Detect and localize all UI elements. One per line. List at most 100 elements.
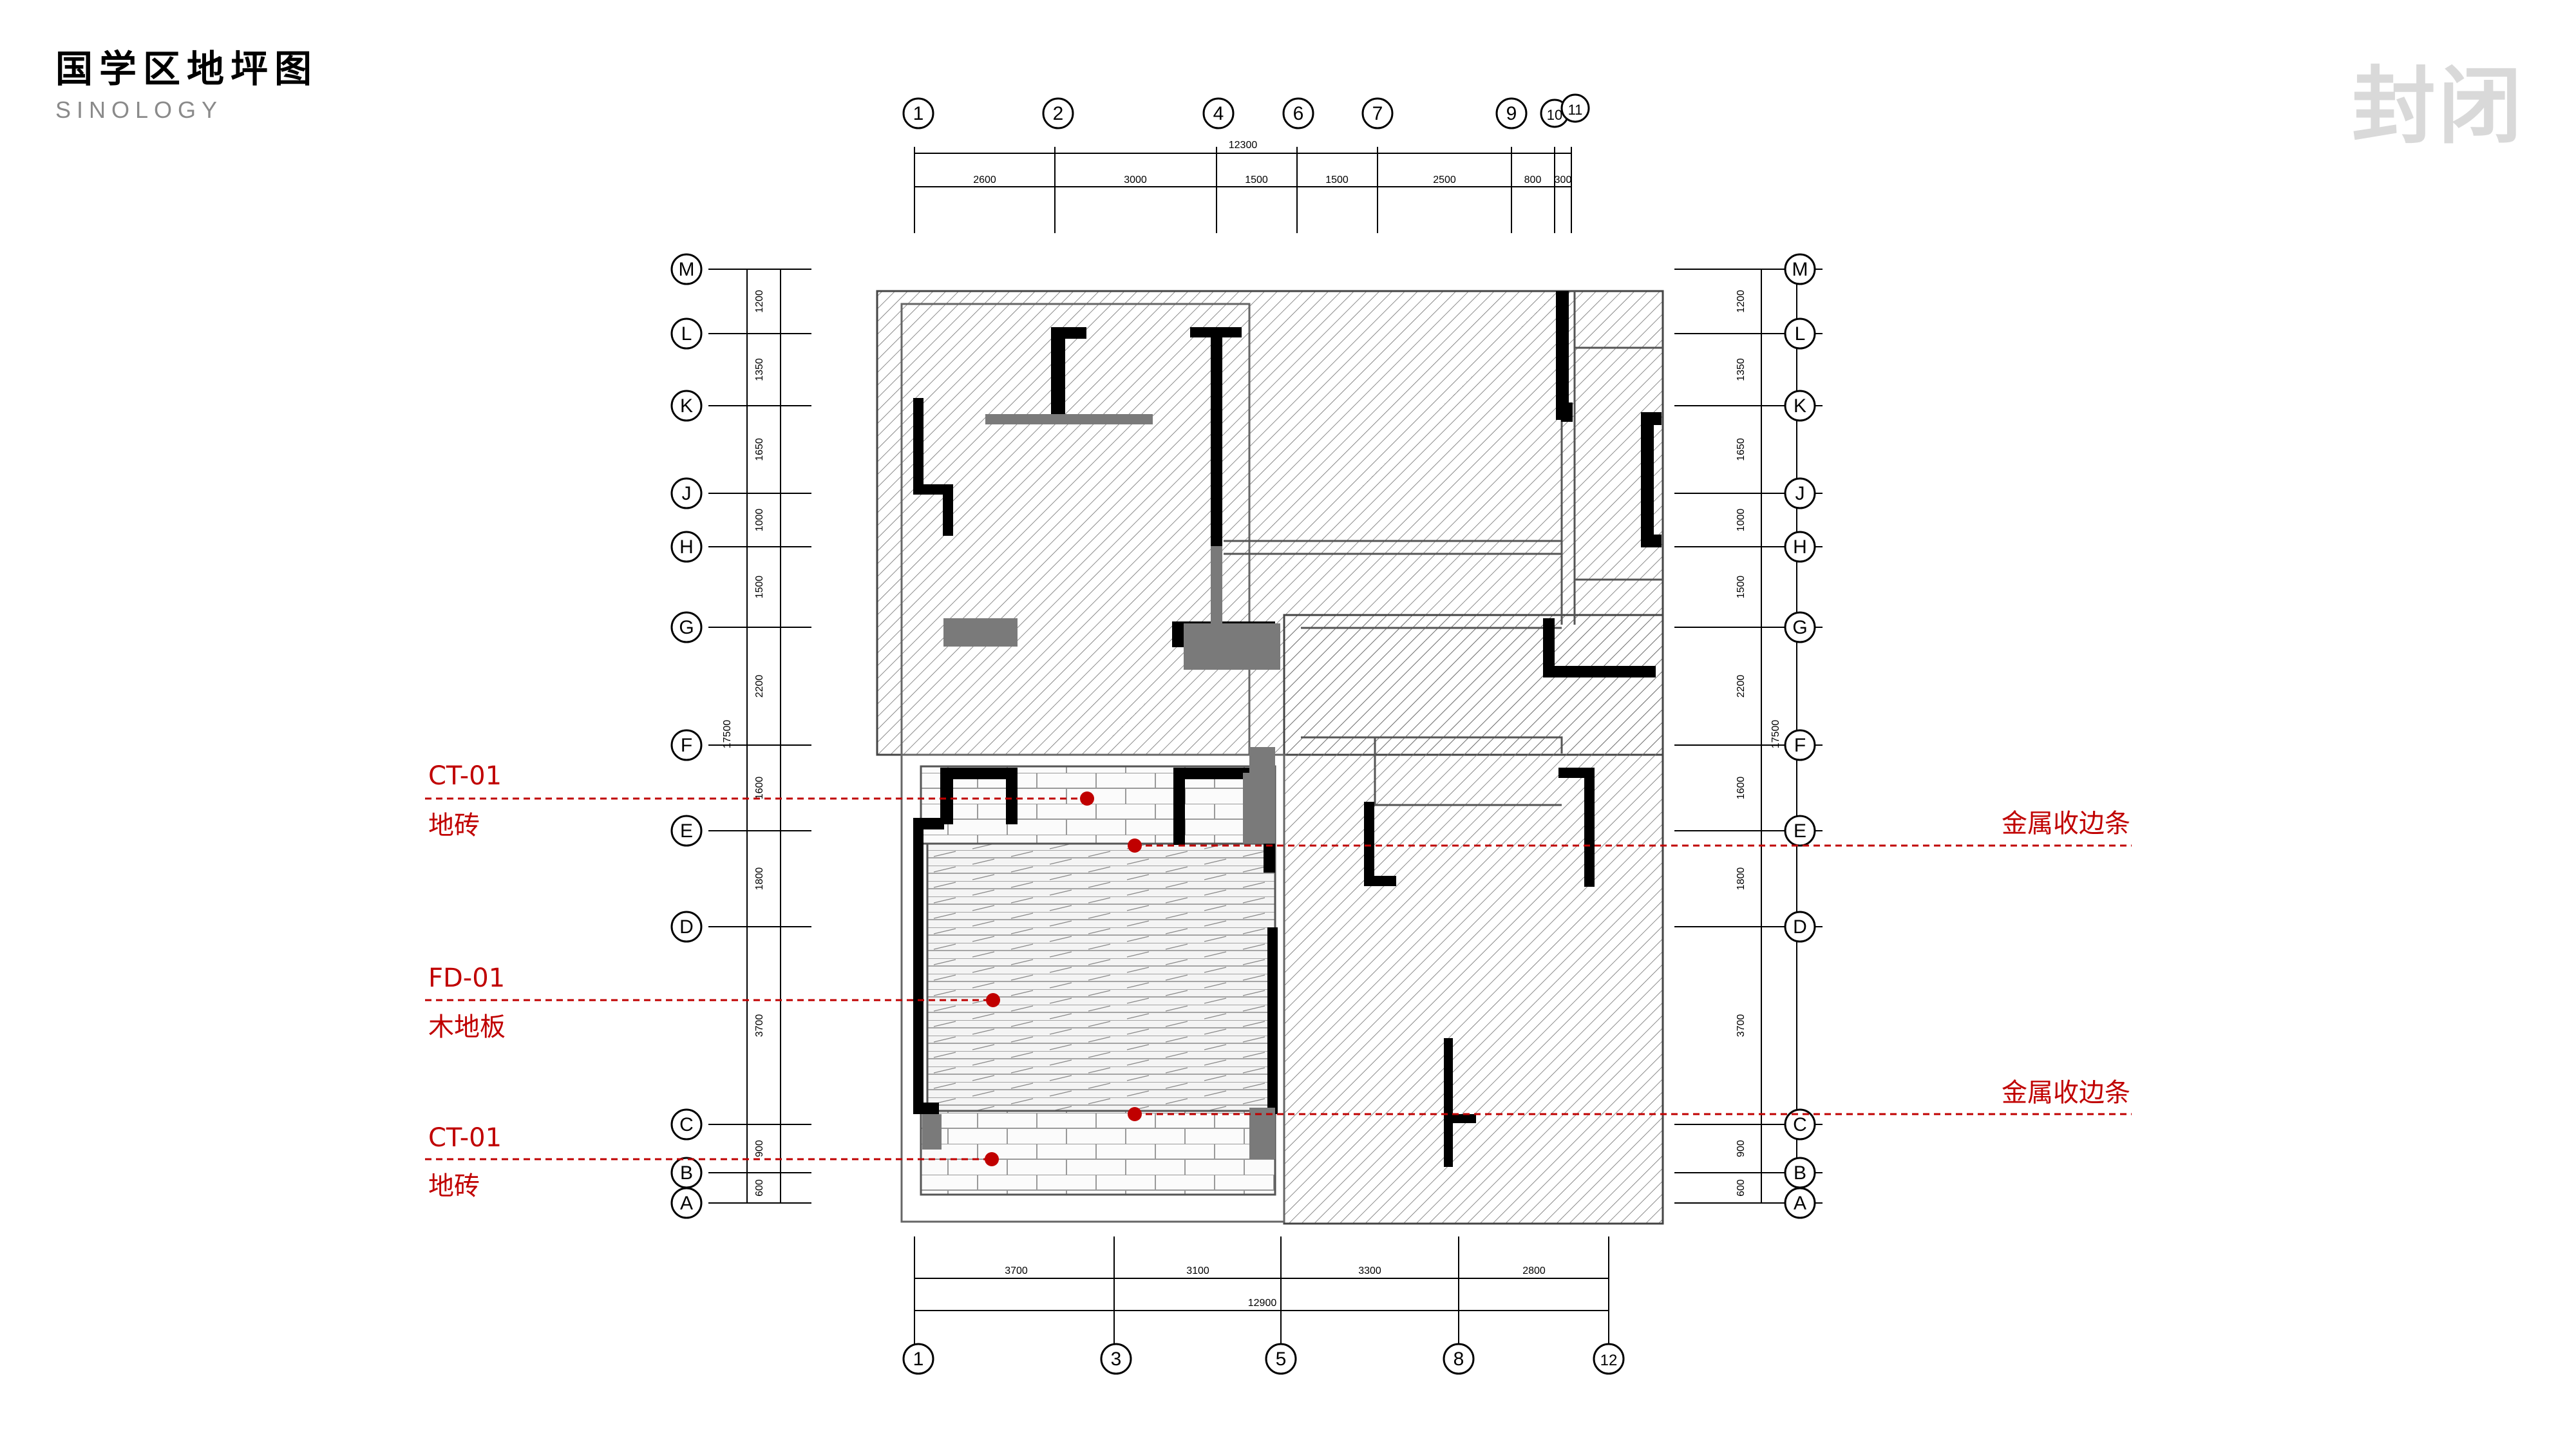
dim-right-segment: 2200 xyxy=(1736,675,1747,698)
callout-dot-metal-2 xyxy=(1128,1107,1142,1121)
dim-right-segment: 1200 xyxy=(1736,290,1747,313)
axis-label-left: B xyxy=(680,1162,693,1184)
axis-label-bottom: 8 xyxy=(1454,1349,1464,1370)
dim-bottom-segment: 3100 xyxy=(1186,1265,1209,1276)
axis-label-right: B xyxy=(1794,1162,1806,1184)
dimension-left xyxy=(708,269,811,1204)
dim-left-segment: 2200 xyxy=(754,675,765,698)
callout-lines xyxy=(425,797,2132,1160)
dim-right-segment: 900 xyxy=(1736,1140,1747,1157)
dim-bottom-segment: 2800 xyxy=(1522,1265,1546,1276)
status-badge: 封闭 xyxy=(2351,57,2524,155)
page-subtitle: SINOLOGY xyxy=(55,97,223,123)
axis-bubbles-side xyxy=(670,253,1816,1219)
callout-ct01-top-code: CT-01 xyxy=(428,761,502,791)
axis-label-left: E xyxy=(680,820,693,842)
axis-label-left: J xyxy=(682,483,692,504)
dim-left-segment: 900 xyxy=(754,1140,765,1157)
axis-label-right: M xyxy=(1792,259,1808,280)
axis-label-top: 6 xyxy=(1293,103,1304,124)
dim-left-segment: 1800 xyxy=(754,867,765,891)
axis-label-top: 9 xyxy=(1506,103,1517,124)
axis-label-right: F xyxy=(1794,735,1806,756)
dim-right-total: 17500 xyxy=(1770,720,1781,749)
callout-ct01-bottom-code: CT-01 xyxy=(428,1123,502,1153)
dim-top-segment: 1500 xyxy=(1325,175,1349,185)
dim-right-segment: 3700 xyxy=(1736,1014,1747,1037)
dim-top-segment: 2600 xyxy=(973,175,996,185)
dim-left-segment: 3700 xyxy=(754,1014,765,1037)
axis-label-left: K xyxy=(680,395,693,417)
dim-bottom-segment: 3300 xyxy=(1358,1265,1381,1276)
axis-label-top: 2 xyxy=(1053,103,1064,124)
dim-right-segment: 600 xyxy=(1736,1179,1747,1197)
dim-left-segment: 1200 xyxy=(754,290,765,313)
axis-label-bottom: 1 xyxy=(913,1349,924,1370)
callout-dots xyxy=(985,791,1142,1166)
axis-label-left: D xyxy=(679,916,694,938)
axis-label-top: 10 xyxy=(1547,107,1562,123)
columns-grey xyxy=(922,414,1280,1159)
wood-floor-area xyxy=(926,842,1276,1112)
callout-fd01-name: 木地板 xyxy=(428,1012,506,1042)
axis-label-left: H xyxy=(679,536,694,558)
callout-labels: CT-01 地砖 FD-01 木地板 CT-01 地砖 金属收边条 金属收边条 xyxy=(428,761,2130,1201)
axis-label-right: H xyxy=(1793,536,1807,558)
dim-left-segment: 1650 xyxy=(754,438,765,461)
axis-label-top: 4 xyxy=(1213,103,1224,124)
dim-top-segment: 1500 xyxy=(1245,175,1268,185)
axis-label-right: C xyxy=(1793,1114,1807,1135)
dim-top-segment: 3000 xyxy=(1124,175,1147,185)
dim-left-segment: 1500 xyxy=(754,576,765,599)
axis-label-left: M xyxy=(679,259,695,280)
dim-right-segment: 1650 xyxy=(1736,438,1747,461)
dim-left-segment: 1000 xyxy=(754,509,765,532)
axis-label-right: L xyxy=(1795,323,1806,345)
callout-fd01-code: FD-01 xyxy=(428,963,505,993)
axis-label-bottom: 12 xyxy=(1600,1352,1618,1369)
dim-bottom-total: 12900 xyxy=(1248,1298,1277,1309)
axis-label-left: G xyxy=(679,617,694,638)
dim-left-segment: 1350 xyxy=(754,358,765,381)
walls xyxy=(913,291,1662,1167)
dimension-labels: 12300 2600 3000 1500 1500 2500 800 300 3700 3100 3… xyxy=(722,140,1781,1309)
callout-metal-strip-2: 金属收边条 xyxy=(2002,1078,2130,1108)
dim-bottom-segment: 3700 xyxy=(1005,1265,1028,1276)
axis-label-bottom: 3 xyxy=(1111,1349,1122,1370)
axis-label-left: A xyxy=(680,1193,693,1214)
axis-label-left: F xyxy=(681,735,692,756)
axis-label-top: 11 xyxy=(1568,102,1583,118)
axis-label-bottom: 5 xyxy=(1276,1349,1287,1370)
dim-left-segment: 600 xyxy=(754,1179,765,1197)
dimension-bottom xyxy=(914,1236,1609,1352)
callout-dot-fd01 xyxy=(986,993,1000,1007)
dim-right-segment: 1000 xyxy=(1736,509,1747,532)
dim-right-segment: 1800 xyxy=(1736,867,1747,891)
dim-top-segment: 800 xyxy=(1524,175,1542,185)
dim-top-segment: 300 xyxy=(1555,175,1572,185)
axis-label-top: 7 xyxy=(1372,103,1383,124)
dim-left-segment: 1600 xyxy=(754,777,765,800)
axis-bubbles xyxy=(902,93,1625,1375)
callout-dot-metal-1 xyxy=(1128,838,1142,853)
dim-top-segment: 2500 xyxy=(1433,175,1456,185)
dim-left-total: 17500 xyxy=(722,720,733,749)
callout-dot-ct01-top xyxy=(1080,791,1094,806)
callout-ct01-bottom-name: 地砖 xyxy=(428,1171,480,1201)
axis-label-right: E xyxy=(1794,820,1806,842)
floor-hatch-area xyxy=(876,290,1664,1225)
dim-top-total: 12300 xyxy=(1229,140,1258,151)
tile-area-bottom xyxy=(900,753,1285,1223)
dim-right-segment: 1500 xyxy=(1736,576,1747,599)
axis-label-right: D xyxy=(1793,916,1807,938)
dim-right-segment: 1600 xyxy=(1736,777,1747,800)
callout-dot-ct01-bottom xyxy=(985,1152,999,1166)
callout-ct01-top-name: 地砖 xyxy=(428,811,480,840)
axis-label-left: L xyxy=(681,323,692,345)
axis-label-left: C xyxy=(679,1114,694,1135)
axis-label-top: 1 xyxy=(913,103,924,124)
axis-label-right: K xyxy=(1794,395,1806,417)
